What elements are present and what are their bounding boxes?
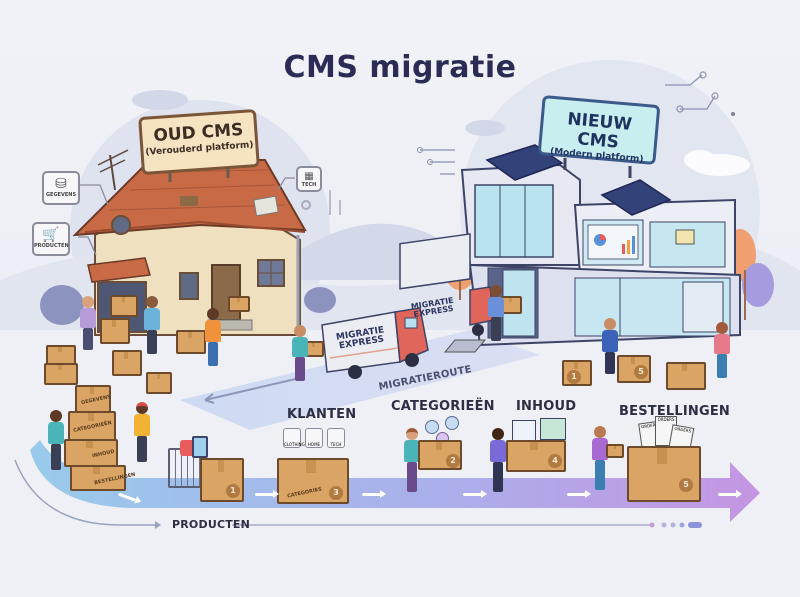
loose-box xyxy=(100,318,130,344)
flow-arrow xyxy=(362,490,386,498)
old-cms-sign: OUD CMS (Verouderd platform) xyxy=(138,108,260,176)
stage-box-4: 4 xyxy=(506,440,566,472)
new-cms-sign: NIEUW CMS (Modern platform) xyxy=(537,94,661,165)
loose-box xyxy=(500,296,522,314)
page-title: CMS migratie xyxy=(283,50,517,85)
box-bestellingen: BESTELLINGEN xyxy=(70,465,136,491)
stage-label-categorieen: CATEGORIEËN xyxy=(391,399,495,414)
unpack-box xyxy=(666,362,706,390)
loose-box xyxy=(112,350,142,376)
flow-arrow xyxy=(463,490,487,498)
truck-front xyxy=(321,307,429,379)
bottom-label-producten: PRODUCTEN xyxy=(172,518,251,531)
tag-tech: TECH xyxy=(327,428,345,448)
stage-box-2: 2 xyxy=(418,440,462,470)
box-categorieen: CATEGORIEËN xyxy=(68,411,116,441)
tag-home: HOME xyxy=(305,428,323,448)
unpack-box-5: 5 xyxy=(617,355,651,383)
stage-label-inhoud: INHOUD xyxy=(516,399,577,414)
stage-box-3: CATEGORIES 3 xyxy=(277,458,349,504)
cart-icon: 🛒 xyxy=(42,227,60,243)
loose-box xyxy=(110,295,138,317)
flow-arrow xyxy=(567,490,591,498)
loose-box xyxy=(44,363,78,385)
loose-box xyxy=(228,296,250,312)
small-carried-box xyxy=(606,444,624,458)
stage-box-5: 5 xyxy=(627,446,701,502)
server-icon: ▦ xyxy=(304,171,314,182)
flow-arrow xyxy=(255,490,279,498)
stage-label-bestellingen: BESTELLINGEN xyxy=(619,404,731,419)
database-icon: ⛁ xyxy=(55,176,67,192)
unpack-box-1: 1 xyxy=(562,360,592,386)
stage-label-klanten: KLANTEN xyxy=(287,407,357,422)
flow-arrow xyxy=(718,490,742,498)
box-gegevens: GEGEVENS xyxy=(75,385,111,413)
stage-box-1: 1 xyxy=(200,458,244,502)
loose-box xyxy=(176,330,206,354)
badge-producten: 🛒 PRODUCTEN xyxy=(32,222,70,256)
loose-box xyxy=(146,372,172,394)
badge-gegevens: ⛁ GEGEVENS xyxy=(42,171,80,205)
tag-clothing: CLOTHING xyxy=(283,428,305,448)
box-inhoud: INHOUD xyxy=(64,439,118,467)
badge-tech: ▦ TECH xyxy=(296,166,322,192)
